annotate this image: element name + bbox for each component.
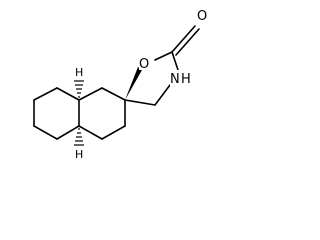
bond-c4-c8a xyxy=(78,125,103,140)
atom-ring-nitrogen-h: H xyxy=(181,72,191,87)
hash-bond-bottom-h xyxy=(74,128,84,146)
atom-h-top: H xyxy=(75,66,83,79)
atom-h-bottom: H xyxy=(75,148,83,161)
right-ring xyxy=(78,87,126,140)
bond-carbonyl-c-ring-o xyxy=(154,51,173,61)
atom-ring-oxygen: O xyxy=(139,57,149,72)
bond-c7-c8 xyxy=(33,125,58,140)
atom-carbonyl-oxygen: O xyxy=(197,9,207,24)
hash-bond-top-h xyxy=(74,80,84,98)
bond-carbonyl-double-1 xyxy=(171,25,196,53)
bond-c4a-c5 xyxy=(56,87,80,101)
oxazolidinone-ring xyxy=(124,25,200,106)
bond-c3-c4 xyxy=(101,125,126,140)
left-ring xyxy=(33,87,80,140)
bond-carbonyl-double-2 xyxy=(175,28,200,56)
bond-ch2-n xyxy=(154,84,171,106)
bond-spiro-ch2 xyxy=(124,99,156,106)
atom-ring-nitrogen: N xyxy=(170,72,180,87)
bond-c8-c8a xyxy=(56,125,80,140)
bond-c5-c6 xyxy=(33,87,58,101)
bond-c1-c2 xyxy=(101,87,126,101)
bond-n-carbonyl-c xyxy=(171,51,179,71)
bond-c4a-c1 xyxy=(78,87,103,101)
wedge-bond-spiro-o xyxy=(125,67,142,100)
structure-diagram: O O N H H H xyxy=(33,9,207,161)
